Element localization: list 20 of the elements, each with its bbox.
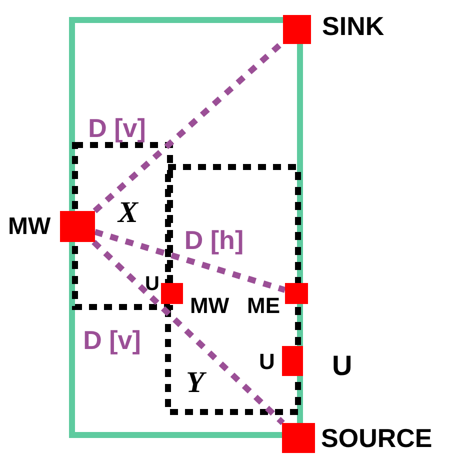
edge-label: D [v] (87, 115, 147, 141)
terminal-label: U (259, 351, 275, 373)
terminal-label: MW (8, 215, 51, 239)
region-label: Y (186, 368, 204, 398)
region-label: X (118, 198, 138, 228)
terminal-square (282, 423, 315, 453)
terminal-label: U (332, 352, 352, 380)
terminal-label: SOURCE (321, 425, 432, 451)
edge-label: D [v] (82, 327, 142, 353)
terminal-square (60, 211, 95, 242)
terminal-label: ME (247, 295, 280, 317)
terminal-square (161, 283, 183, 304)
dashed-connector (94, 228, 286, 293)
terminal-label: U (145, 274, 160, 294)
terminal-square (283, 15, 311, 44)
terminal-square (282, 346, 303, 376)
terminal-square (285, 283, 308, 304)
edge-label: D [h] (183, 227, 245, 253)
terminal-label: SINK (322, 13, 384, 39)
terminal-label: MW (190, 295, 230, 317)
